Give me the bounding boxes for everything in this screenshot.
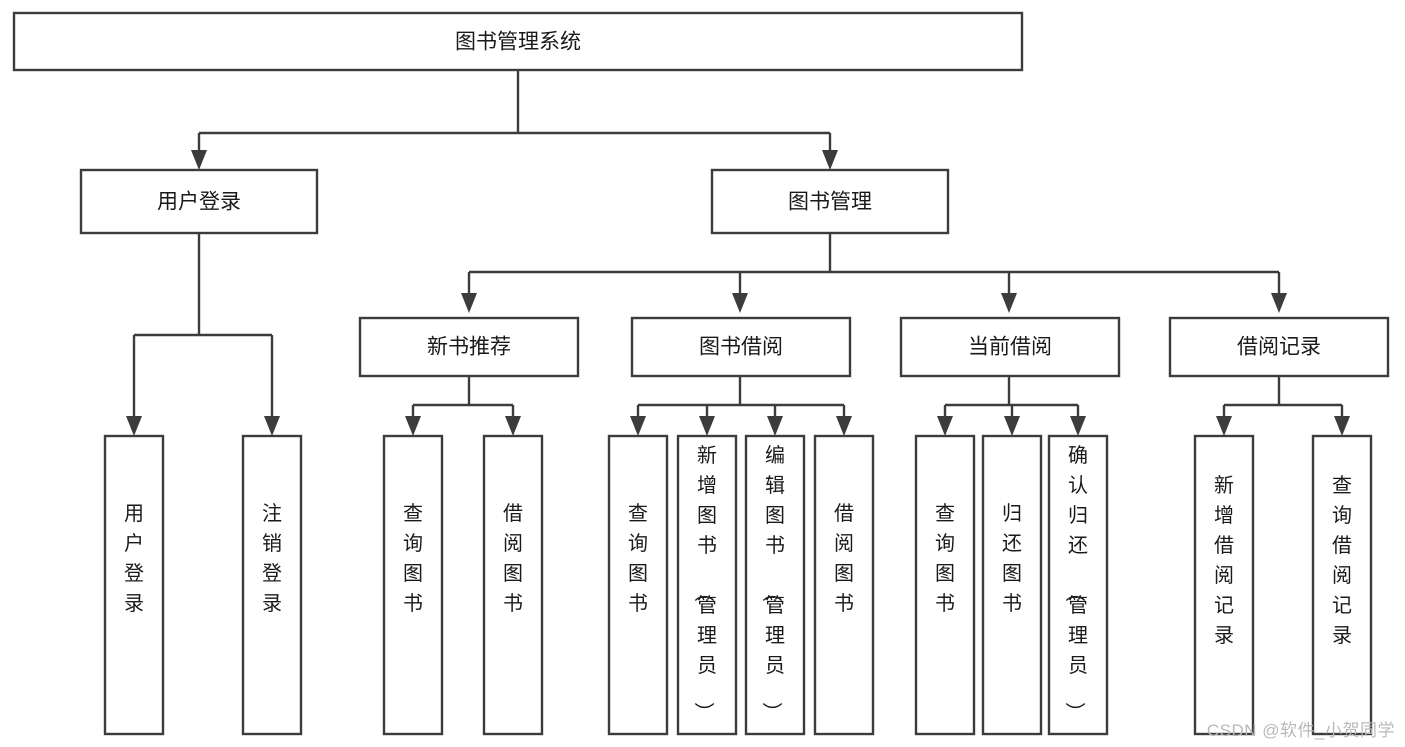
leaf-node-confirm-return-label: 确认归还（管理员） — [1063, 444, 1088, 722]
node-current-borrow[interactable]: 当前借阅 — [899, 316, 1121, 378]
leaf-node-logout-label: 注销登录 — [262, 502, 282, 615]
node-book-manage-label: 图书管理 — [788, 191, 872, 214]
leaf-node-query-book-3[interactable]: 查询图书 — [914, 434, 976, 736]
arrow-head-leaf-query-book-1 — [405, 416, 421, 436]
leaf-node-query-book-2-label: 查询图书 — [628, 502, 648, 615]
node-book-manage-box[interactable] — [710, 168, 950, 235]
arrow-head-borrow-record — [1271, 293, 1287, 313]
node-borrow-record-box[interactable] — [1168, 316, 1390, 378]
leaf-node-add-record-label: 新增借阅记录 — [1214, 474, 1234, 647]
connector-group-current-borrow — [937, 376, 1086, 436]
arrow-head-leaf-return-book — [1004, 416, 1020, 436]
connector-group-book-borrow — [630, 376, 852, 436]
node-user-login[interactable]: 用户登录 — [79, 168, 319, 235]
node-user-login-box[interactable] — [79, 168, 319, 235]
node-root-label: 图书管理系统 — [455, 31, 581, 54]
leaf-node-add-record[interactable]: 新增借阅记录 — [1193, 434, 1255, 736]
leaf-node-confirm-return[interactable]: 确认归还（管理员） — [1047, 434, 1109, 736]
leaf-node-edit-book[interactable]: 编辑图书（管理员） — [744, 434, 806, 736]
leaf-node-query-record[interactable]: 查询借阅记录 — [1311, 434, 1373, 736]
leaf-node-borrow-book-1-box[interactable] — [482, 434, 544, 736]
leaf-node-borrow-book-2-label: 借阅图书 — [834, 502, 854, 615]
node-new-book-rec[interactable]: 新书推荐 — [358, 316, 580, 378]
leaf-node-return-book[interactable]: 归还图书 — [981, 434, 1043, 736]
arrow-head-leaf-logout — [264, 416, 280, 436]
arrow-head-leaf-query-record — [1334, 416, 1350, 436]
arrow-head-leaf-add-book — [699, 416, 715, 436]
arrow-head-leaf-user-login — [126, 416, 142, 436]
node-book-borrow-label: 图书借阅 — [699, 336, 783, 359]
leaf-node-add-record-box[interactable] — [1193, 434, 1255, 736]
arrow-head-current-borrow — [1001, 293, 1017, 313]
leaf-node-query-book-3-box[interactable] — [914, 434, 976, 736]
leaf-node-user-login-box[interactable] — [103, 434, 165, 736]
node-root-box[interactable] — [12, 11, 1024, 72]
leaf-node-query-record-box[interactable] — [1311, 434, 1373, 736]
connector-group-user-login — [126, 233, 280, 436]
node-borrow-record-label: 借阅记录 — [1237, 336, 1321, 359]
node-current-borrow-box[interactable] — [899, 316, 1121, 378]
arrow-head-leaf-query-book-3 — [937, 416, 953, 436]
node-current-borrow-label: 当前借阅 — [968, 336, 1052, 359]
leaf-node-confirm-return-box[interactable] — [1047, 434, 1109, 736]
leaf-node-query-book-1-label: 查询图书 — [403, 502, 423, 615]
leaf-node-query-book-2-box[interactable] — [607, 434, 669, 736]
leaf-node-add-book[interactable]: 新增图书（管理员） — [676, 434, 738, 736]
node-root[interactable]: 图书管理系统 — [12, 11, 1024, 72]
node-new-book-rec-box[interactable] — [358, 316, 580, 378]
leaf-node-query-book-2[interactable]: 查询图书 — [607, 434, 669, 736]
leaf-node-edit-book-label: 编辑图书（管理员） — [760, 444, 785, 722]
node-book-borrow[interactable]: 图书借阅 — [630, 316, 852, 378]
arrow-head-new-book-rec — [461, 293, 477, 313]
leaf-node-return-book-box[interactable] — [981, 434, 1043, 736]
leaf-node-add-book-label: 新增图书（管理员） — [692, 444, 717, 722]
leaf-node-logout-box[interactable] — [241, 434, 303, 736]
connector-group-book-manage — [461, 233, 1287, 313]
arrow-head-leaf-query-book-2 — [630, 416, 646, 436]
arrow-head-book-manage — [822, 150, 838, 170]
arrow-head-book-borrow — [732, 293, 748, 313]
arrow-head-leaf-borrow-book-2 — [836, 416, 852, 436]
leaf-node-return-book-label: 归还图书 — [1002, 502, 1022, 615]
node-book-manage[interactable]: 图书管理 — [710, 168, 950, 235]
leaf-node-add-book-box[interactable] — [676, 434, 738, 736]
leaf-node-query-book-1-box[interactable] — [382, 434, 444, 736]
leaf-node-borrow-book-1[interactable]: 借阅图书 — [482, 434, 544, 736]
connector-group-root — [191, 70, 838, 170]
leaf-node-user-login-label: 用户登录 — [124, 503, 144, 615]
arrow-head-leaf-add-record — [1216, 416, 1232, 436]
arrow-head-user-login — [191, 150, 207, 170]
arrow-head-leaf-confirm-return — [1070, 416, 1086, 436]
leaf-node-borrow-book-1-label: 借阅图书 — [503, 502, 523, 615]
leaf-node-query-book-1[interactable]: 查询图书 — [382, 434, 444, 736]
leaf-node-edit-book-box[interactable] — [744, 434, 806, 736]
arrow-head-leaf-edit-book — [767, 416, 783, 436]
node-book-borrow-box[interactable] — [630, 316, 852, 378]
leaf-node-query-book-3-label: 查询图书 — [935, 502, 955, 615]
leaf-node-borrow-book-2[interactable]: 借阅图书 — [813, 434, 875, 736]
node-borrow-record[interactable]: 借阅记录 — [1168, 316, 1390, 378]
leaf-node-user-login[interactable]: 用户登录 — [103, 434, 165, 736]
leaf-node-query-record-label: 查询借阅记录 — [1332, 474, 1352, 647]
leaf-node-borrow-book-2-box[interactable] — [813, 434, 875, 736]
connector-group-new-book-rec — [405, 376, 521, 436]
connector-group-borrow-record — [1216, 376, 1350, 436]
leaf-node-logout[interactable]: 注销登录 — [241, 434, 303, 736]
arrow-head-leaf-borrow-book-1 — [505, 416, 521, 436]
node-user-login-label: 用户登录 — [157, 191, 241, 214]
node-new-book-rec-label: 新书推荐 — [427, 336, 511, 359]
